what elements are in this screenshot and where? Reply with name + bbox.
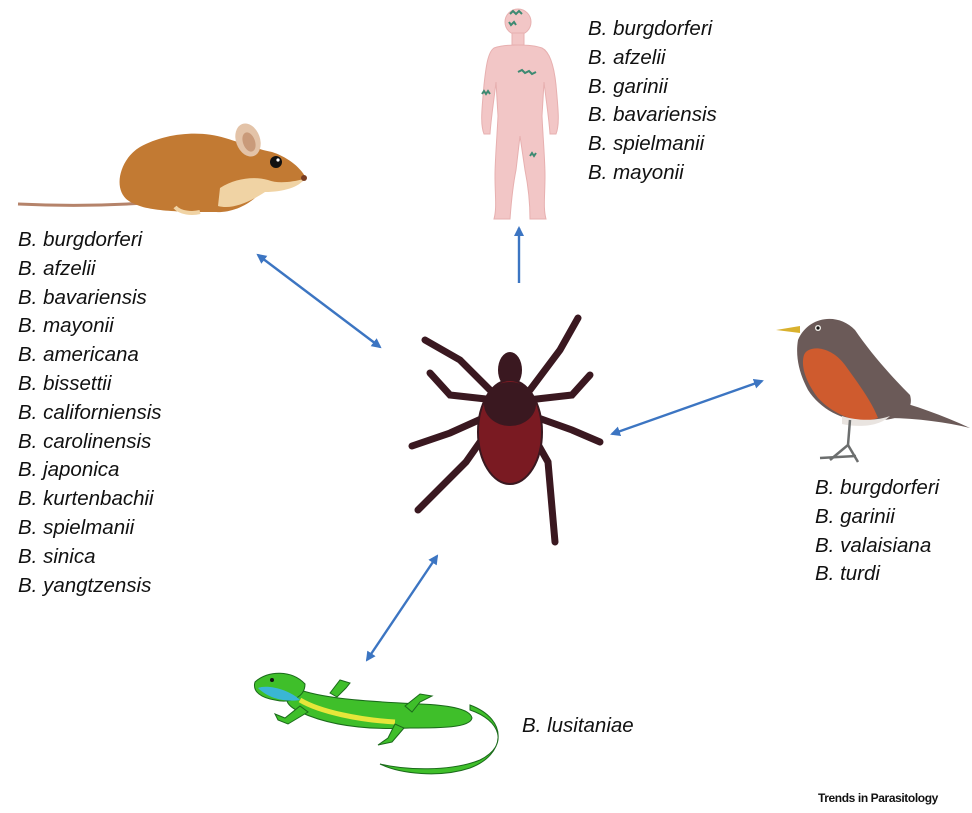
species-name: B. burgdorferi [815,474,939,503]
species-name: B. bavariensis [18,284,162,313]
mouse-icon [18,120,307,213]
species-name: B. garinii [588,73,717,102]
tick-icon [412,318,600,542]
species-name: B. garinii [815,503,939,532]
bird-icon [776,319,970,462]
lizard-species-list: B. lusitaniae [522,712,634,741]
mouse-tick-arrow [258,255,380,347]
species-name: B. afzelii [18,255,162,284]
tick-bird-arrow [612,381,762,434]
species-name: B. mayonii [588,159,717,188]
journal-credit: Trends in Parasitology [818,791,938,805]
species-name: B. turdi [815,560,939,589]
human-icon [482,9,559,219]
lizard-icon [254,673,498,774]
species-name: B. spielmanii [18,514,162,543]
species-name: B. carolinensis [18,428,162,457]
species-name: B. bavariensis [588,101,717,130]
species-name: B. afzelii [588,44,717,73]
species-name: B. sinica [18,543,162,572]
species-name: B. burgdorferi [18,226,162,255]
species-name: B. bissettii [18,370,162,399]
species-name: B. californiensis [18,399,162,428]
species-name: B. americana [18,341,162,370]
tick-lizard-arrow [367,556,437,660]
species-name: B. mayonii [18,312,162,341]
species-name: B. burgdorferi [588,15,717,44]
species-name: B. spielmanii [588,130,717,159]
species-name: B. lusitaniae [522,712,634,741]
species-name: B. yangtzensis [18,572,162,601]
species-name: B. valaisiana [815,532,939,561]
species-name: B. kurtenbachii [18,485,162,514]
species-name: B. japonica [18,456,162,485]
